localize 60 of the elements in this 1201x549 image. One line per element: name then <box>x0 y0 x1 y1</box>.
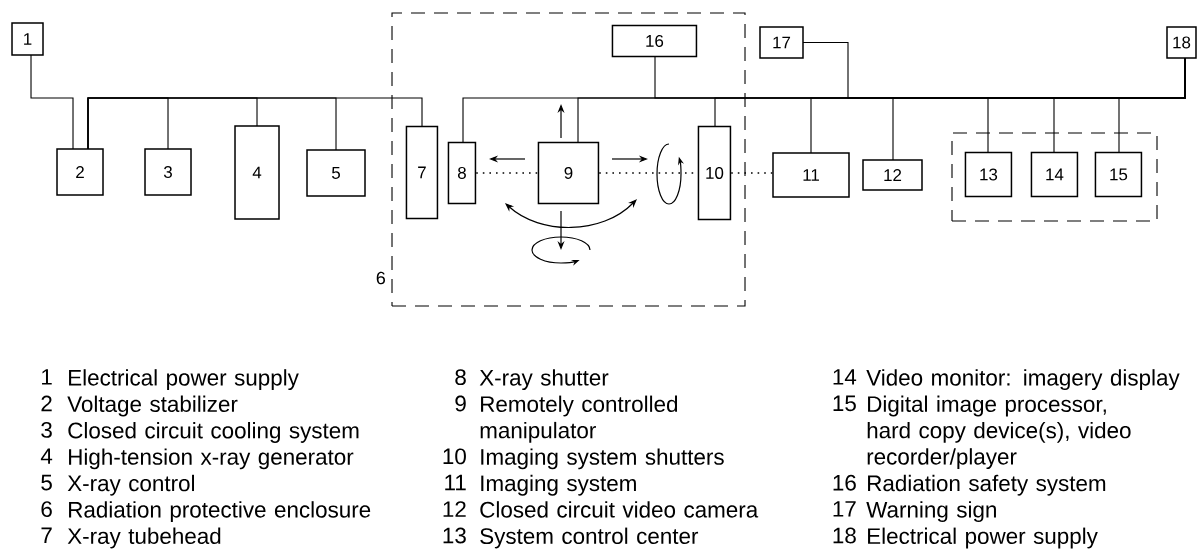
numbered-box: 2 <box>56 148 104 196</box>
numbered-box: 18 <box>1166 26 1197 59</box>
key-number: 1 <box>42 369 52 385</box>
numbered-box: 3 <box>144 148 192 196</box>
numbered-box: 10 <box>697 125 732 221</box>
key-number: 13 <box>443 527 466 544</box>
numbered-box: 1 <box>11 22 44 56</box>
key-number: 9 <box>455 395 466 412</box>
key-text: X-ray control <box>67 474 194 496</box>
key-number: 18 <box>833 527 856 544</box>
key-text: System control center <box>480 527 699 549</box>
key-number: 14 <box>833 369 857 385</box>
numbered-box: 4 <box>234 125 280 220</box>
key-number: 3 <box>41 422 52 438</box>
key-number: 11 <box>445 474 466 491</box>
key-text: Warning sign <box>866 501 996 523</box>
key-number: 15 <box>833 395 856 412</box>
numbered-box: 7 <box>405 125 439 220</box>
key-number: 17 <box>833 501 856 517</box>
connector-line <box>1118 57 1186 154</box>
key-text: Closed circuit cooling system <box>68 422 359 443</box>
key-number: 10 <box>443 448 466 465</box>
key-number: 7 <box>41 527 52 543</box>
key-number: 4 <box>40 448 53 464</box>
numbered-box: 13 <box>964 151 1013 198</box>
connector-line <box>87 97 423 150</box>
numbered-box: 12 <box>862 159 923 191</box>
key-number: 12 <box>443 501 466 517</box>
numbered-box: 5 <box>306 149 366 197</box>
connector-line <box>30 54 74 150</box>
key-number: 6 <box>41 501 52 518</box>
key-text: Imaging system shutters <box>481 448 724 470</box>
key-text: Electrical power supply <box>868 527 1098 549</box>
numbered-box: 17 <box>759 26 804 59</box>
numbered-box: 14 <box>1030 151 1079 198</box>
connector-line <box>475 172 539 174</box>
key-text: Imaging system <box>481 474 636 496</box>
key-text: Electrical power supply <box>69 369 299 391</box>
key-text: X-ray tubehead <box>67 527 221 549</box>
key-text: Digital image processor, hard copy device(s), video recorder/player <box>867 395 1131 470</box>
key-text: High-tension x-ray generator <box>69 448 354 470</box>
numbered-box: 15 <box>1094 151 1143 198</box>
connector-line <box>730 172 774 174</box>
key-number: 2 <box>41 395 52 412</box>
enclosure-frame <box>951 132 1158 222</box>
numbered-box: 8 <box>447 141 477 205</box>
key-number: 16 <box>833 474 856 491</box>
key-text: Remotely controlled manipulator <box>480 395 678 443</box>
key-text: Voltage stabilizer <box>67 395 238 417</box>
numbered-box: 16 <box>611 24 698 58</box>
key-text: Video monitor: imagery display <box>866 369 1180 391</box>
numbered-box: 11 <box>772 152 850 198</box>
key-text: Radiation protective enclosure <box>69 501 371 523</box>
key-number: 5 <box>41 474 52 491</box>
key-text: Radiation safety system <box>868 474 1106 496</box>
numbered-box: 9 <box>537 141 600 205</box>
key-number: 8 <box>455 369 466 386</box>
key-text: Closed circuit video camera <box>480 501 759 518</box>
key-text: X-ray shutter <box>479 369 609 391</box>
callout-number: 6 <box>376 271 385 285</box>
